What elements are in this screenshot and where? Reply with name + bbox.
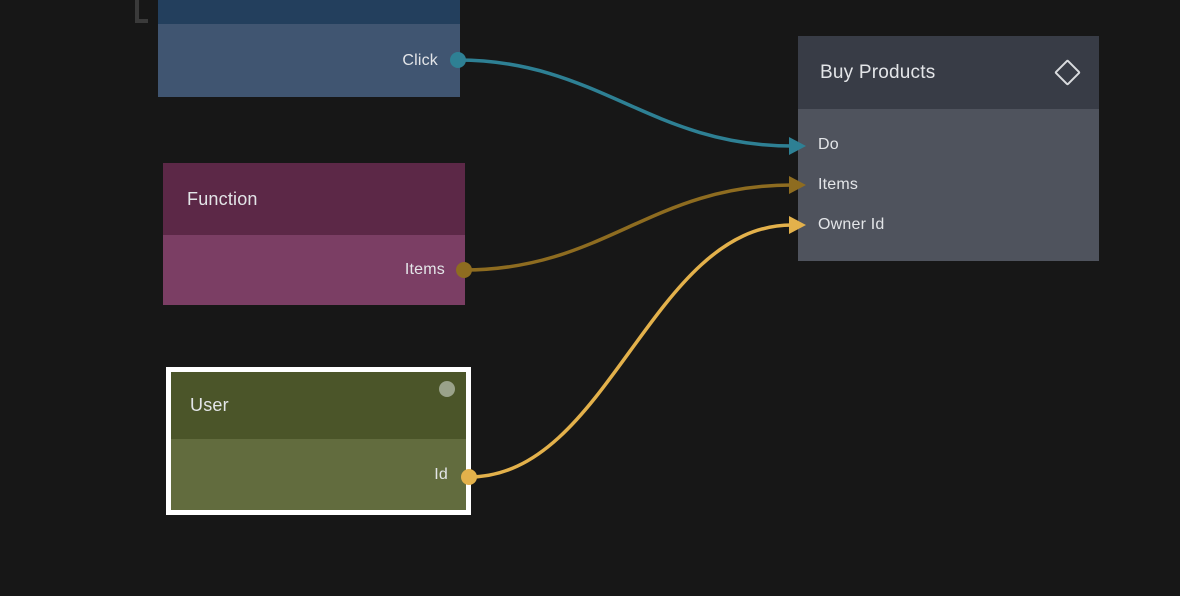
- edge-items-to-items[interactable]: [462, 183, 794, 272]
- input-port-do[interactable]: Do: [798, 125, 1099, 165]
- output-port-click[interactable]: Click: [158, 24, 460, 97]
- function-node[interactable]: Function Items: [163, 163, 465, 305]
- output-port-items[interactable]: Items: [163, 235, 465, 305]
- diamond-icon: [1054, 59, 1081, 86]
- edge-id-to-owner-id[interactable]: [467, 223, 794, 479]
- buy-products-node-header[interactable]: Buy Products: [798, 36, 1099, 109]
- output-port-label: Items: [404, 261, 445, 278]
- click-event-node[interactable]: Click: [158, 0, 460, 97]
- function-node-body: Items: [163, 235, 465, 305]
- input-port-items[interactable]: Items: [798, 165, 1099, 205]
- input-port-label: Owner Id: [818, 216, 885, 233]
- input-port-label: Items: [818, 176, 859, 193]
- output-port-label: Id: [434, 465, 448, 483]
- frame-corner-bracket: [135, 0, 148, 23]
- node-title: Function: [187, 188, 258, 209]
- output-port-id[interactable]: Id: [171, 439, 466, 510]
- buy-products-node[interactable]: Buy Products Do Items Owner Id: [798, 36, 1099, 261]
- user-node[interactable]: User Id: [166, 367, 471, 515]
- user-node-header[interactable]: User: [171, 372, 466, 439]
- click-event-node-header[interactable]: [158, 0, 460, 24]
- status-dot-icon: [439, 381, 455, 397]
- node-title: User: [190, 395, 229, 415]
- function-node-header[interactable]: Function: [163, 163, 465, 235]
- input-port-label: Do: [818, 136, 839, 153]
- edge-click-to-do[interactable]: [456, 58, 794, 148]
- node-title: Buy Products: [820, 61, 936, 83]
- buy-products-node-body: Do Items Owner Id: [798, 109, 1099, 261]
- user-node-body: Id: [171, 439, 466, 510]
- click-event-node-body: Click: [158, 24, 460, 97]
- input-port-owner-id[interactable]: Owner Id: [798, 205, 1099, 245]
- output-port-label: Click: [402, 51, 438, 69]
